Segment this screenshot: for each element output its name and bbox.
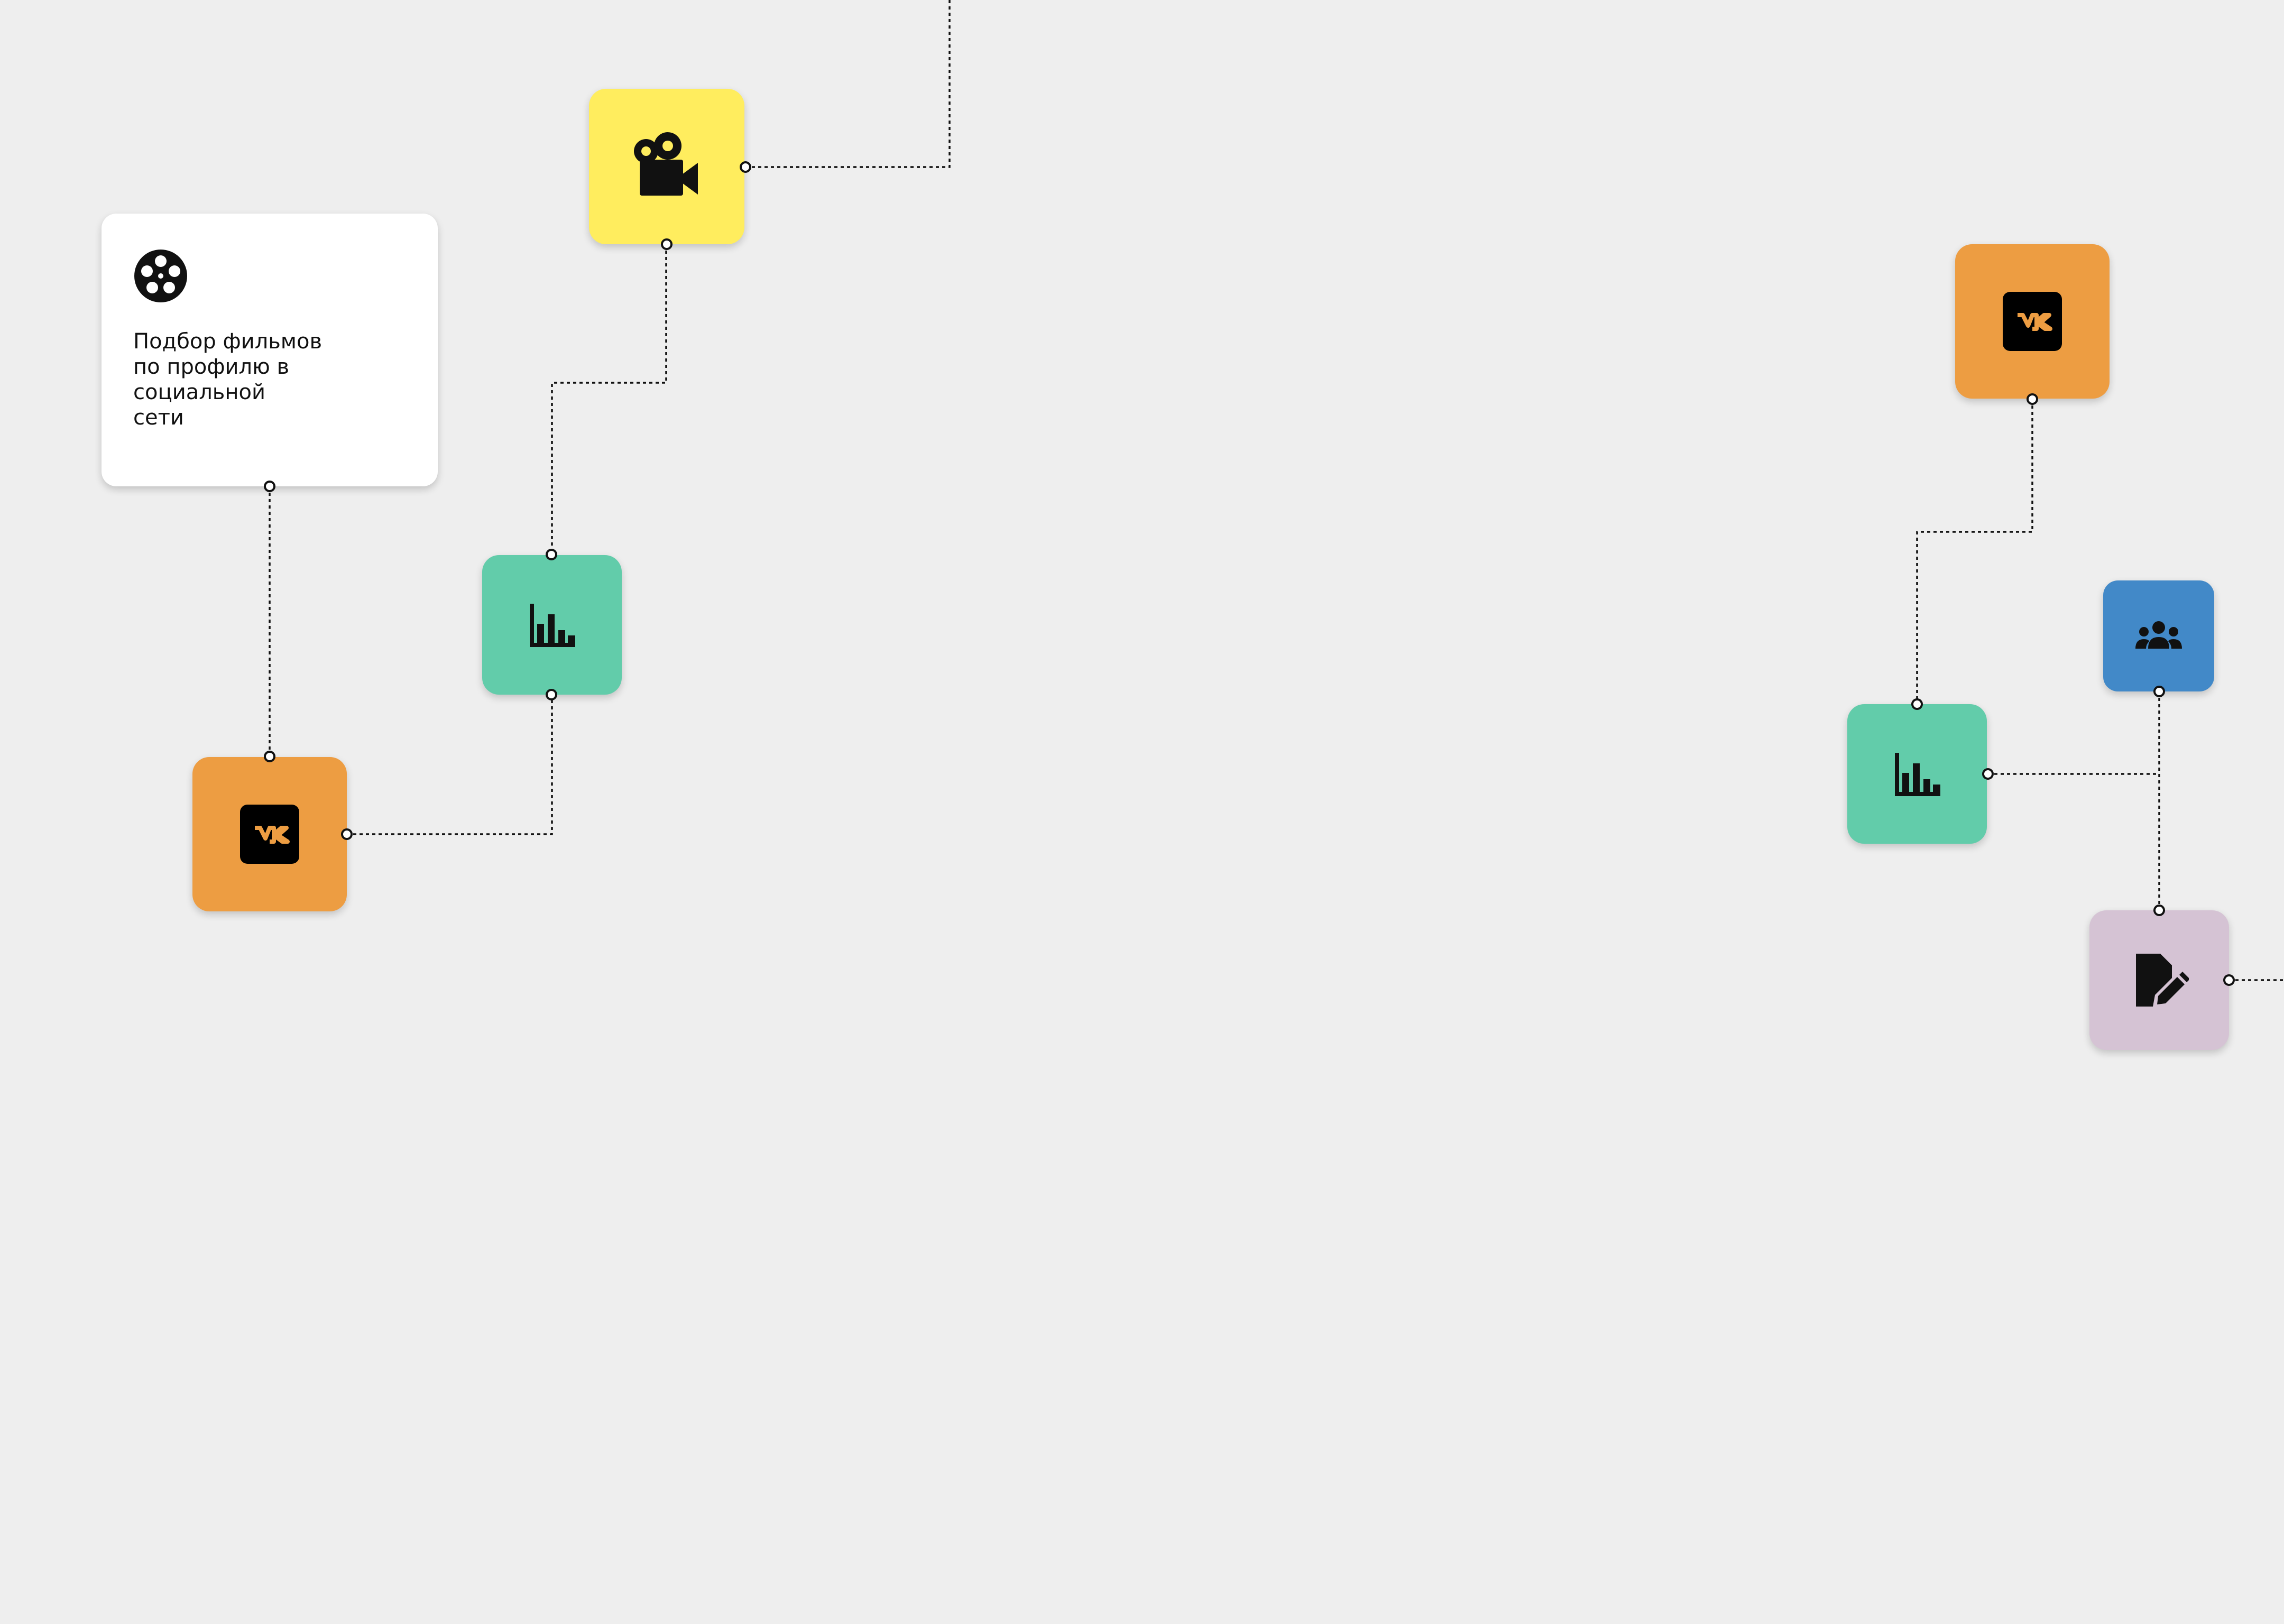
node-vk-2[interactable]	[1955, 244, 2110, 399]
port-analytics-1-top[interactable]	[546, 549, 557, 560]
port-vk-1-top[interactable]	[264, 751, 275, 762]
port-analytics-1-bottom[interactable]	[546, 689, 557, 700]
group-icon	[2135, 621, 2182, 649]
movie-camera-icon	[634, 132, 698, 196]
port-edit-doc-top[interactable]	[2153, 905, 2165, 916]
vk-logo-icon	[240, 805, 299, 864]
film-reel-icon	[134, 250, 187, 302]
connector-vk-2-to-analytics-2	[1916, 399, 2033, 704]
port-analytics-2-top[interactable]	[1911, 698, 1923, 710]
connector-vk-1-to-analytics-1	[347, 695, 553, 835]
port-camera-right[interactable]	[740, 161, 751, 173]
port-vk-2-bottom[interactable]	[2027, 393, 2038, 405]
port-camera-bottom[interactable]	[661, 238, 673, 250]
connector-camera-to-analytics-1	[551, 244, 667, 554]
edit-document-icon	[2136, 954, 2189, 1007]
port-edit-doc-right[interactable]	[2223, 974, 2235, 986]
node-group[interactable]	[2103, 580, 2214, 691]
port-vk-1-right[interactable]	[341, 828, 353, 840]
bar-chart-icon	[530, 604, 575, 647]
node-analytics-2[interactable]	[1847, 704, 1987, 844]
node-analytics-1[interactable]	[482, 555, 622, 695]
connector-camera-to-top	[745, 0, 951, 168]
bar-chart-icon	[1895, 753, 1940, 796]
port-analytics-2-right[interactable]	[1982, 768, 1994, 780]
node-vk-1[interactable]	[192, 757, 347, 911]
vk-logo-icon	[2003, 292, 2062, 351]
info-card[interactable]: Подбор фильмов по профилю в социальной с…	[102, 214, 438, 486]
node-edit-doc[interactable]	[2089, 910, 2229, 1050]
port-card-bottom[interactable]	[264, 481, 275, 492]
card-title: Подбор фильмов по профилю в социальной с…	[133, 329, 323, 430]
port-group-bottom[interactable]	[2153, 686, 2165, 697]
node-movie-camera[interactable]	[589, 89, 744, 244]
